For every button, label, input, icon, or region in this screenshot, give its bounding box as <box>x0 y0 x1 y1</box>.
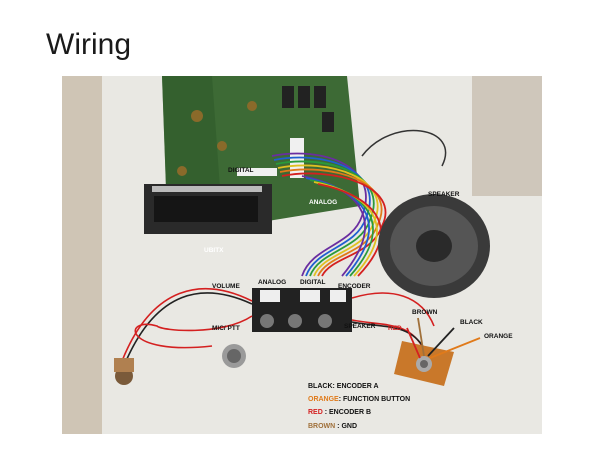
capacitor <box>191 110 203 122</box>
capacitor <box>247 101 257 111</box>
pcb-shade <box>162 76 222 216</box>
relay <box>298 86 310 108</box>
wiring-photo: DIGITAL ANALOG UBITX SPEAKER VOLUME ANAL… <box>62 76 542 434</box>
label-brown: BROWN <box>412 309 438 316</box>
legend-brown-rest: : GND <box>335 423 357 430</box>
volume-pot-base <box>114 358 134 372</box>
connector <box>300 290 320 302</box>
left-shadow <box>62 76 102 434</box>
legend-orange-rest: : FUNCTION BUTTON <box>339 396 410 403</box>
legend-orange-word: ORANGE <box>308 396 339 403</box>
legend-black: BLACK: ENCODER A <box>308 383 379 390</box>
slide-title: Wiring <box>46 28 132 61</box>
connector <box>260 290 280 302</box>
jack <box>260 314 274 328</box>
encoder-wire-brown <box>417 317 425 357</box>
label-volume: VOLUME <box>212 283 240 290</box>
mic-connector-inner <box>227 349 241 363</box>
label-speaker-top: SPEAKER <box>428 191 460 198</box>
encoder-wire-orange <box>429 337 481 359</box>
speaker-wire <box>361 129 447 167</box>
connector <box>330 290 346 302</box>
label-encoder: ENCODER <box>338 283 371 290</box>
legend-red-word: RED <box>308 409 323 416</box>
capacitor <box>177 166 187 176</box>
label-digital-bottom: DIGITAL <box>300 279 326 286</box>
jack <box>318 314 332 328</box>
label-digital-top: DIGITAL <box>228 167 254 174</box>
label-speaker-bottom: SPEAKER <box>344 323 376 330</box>
encoder-wire-black <box>427 327 455 357</box>
encoder-wire-red <box>406 327 421 359</box>
lcd-pins <box>152 186 262 192</box>
label-ubitx: UBITX <box>204 247 224 254</box>
relay <box>322 112 334 132</box>
side-box <box>472 76 542 196</box>
ribbon-wires <box>271 152 387 277</box>
label-red: RED <box>388 325 402 332</box>
capacitor <box>217 141 227 151</box>
speaker-magnet <box>416 230 452 262</box>
legend-red-rest: : ENCODER B <box>323 409 371 416</box>
header-pins <box>237 168 277 176</box>
legend-red: RED : ENCODER B <box>308 409 371 416</box>
encoder-shaft <box>420 360 428 368</box>
legend-brown-word: BROWN <box>308 423 335 430</box>
relay <box>282 86 294 108</box>
label-mic-ptt: MIC/ PTT <box>212 325 240 332</box>
legend-orange: ORANGE: FUNCTION BUTTON <box>308 396 410 403</box>
lcd-screen <box>154 196 258 222</box>
jack <box>288 314 302 328</box>
legend-brown: BROWN : GND <box>308 423 357 430</box>
relay <box>314 86 326 108</box>
peripheral-wires <box>121 288 435 362</box>
label-orange: ORANGE <box>484 333 513 340</box>
label-black: BLACK <box>460 319 483 326</box>
label-analog-top: ANALOG <box>309 199 337 206</box>
label-analog-bottom: ANALOG <box>258 279 286 286</box>
